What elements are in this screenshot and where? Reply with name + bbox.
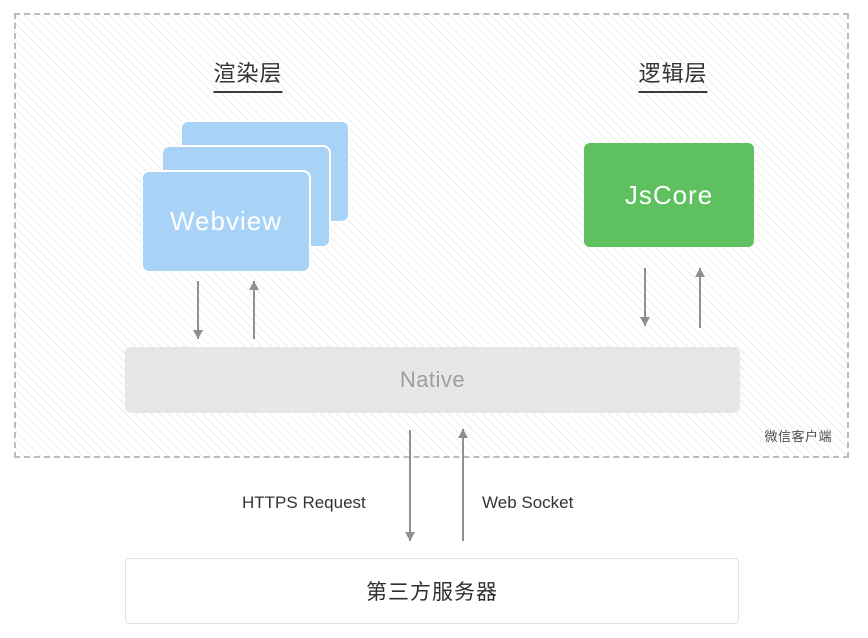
https-request-label: HTTPS Request <box>242 493 366 512</box>
web-socket-label: Web Socket <box>482 493 574 512</box>
logic-layer-title: 逻辑层 <box>638 56 708 93</box>
jscore-box: JsCore <box>584 143 754 247</box>
arrow-native-to-webview-icon <box>253 281 255 339</box>
wechat-client-container: 渲染层 逻辑层 Webview JsCore Native 微信客户端 <box>14 13 849 458</box>
render-layer-title: 渲染层 <box>213 56 283 93</box>
third-party-server-box: 第三方服务器 <box>125 558 739 624</box>
wechat-client-label: 微信客户端 <box>764 429 832 444</box>
arrow-native-to-jscore-icon <box>699 268 701 328</box>
arrow-jscore-to-native-icon <box>644 268 646 326</box>
third-party-server-label: 第三方服务器 <box>366 581 498 604</box>
native-bar: Native <box>125 347 740 413</box>
native-label: Native <box>399 367 466 392</box>
webview-label: Webview <box>169 206 282 236</box>
webview-box-front: Webview <box>141 170 311 273</box>
jscore-label: JsCore <box>624 179 714 210</box>
arrow-webview-to-native-icon <box>197 281 199 339</box>
arrow-https-request-icon <box>409 430 411 541</box>
arrow-web-socket-icon <box>462 429 464 541</box>
